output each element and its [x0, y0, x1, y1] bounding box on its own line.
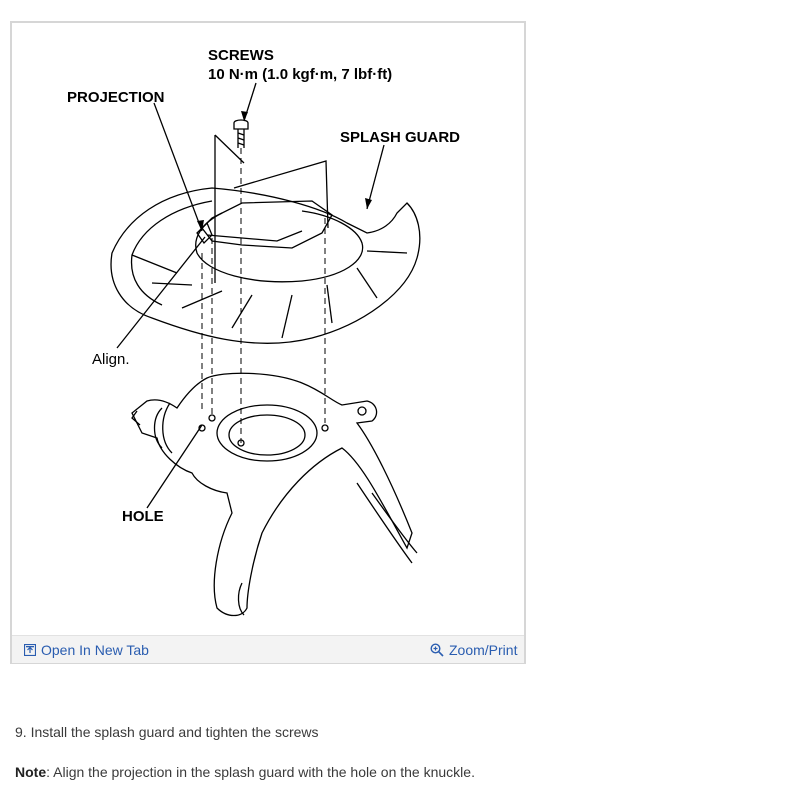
zoom-in-icon [430, 643, 444, 657]
note-paragraph: Note: Align the projection in the splash… [15, 764, 475, 780]
screw-shape [233, 119, 249, 130]
open-in-new-tab-icon [24, 644, 36, 656]
note-label: Note [15, 764, 47, 780]
splash-guard-outline [110, 187, 421, 344]
open-in-new-tab-button[interactable]: Open In New Tab [24, 640, 149, 660]
screws-label: SCREWS [208, 47, 274, 64]
figure-toolbar: Open In New Tab Zoom/Print [12, 635, 524, 663]
figure-frame: SCREWS 10 N·m (1.0 kgf·m, 7 lbf·ft) PROJ… [10, 21, 526, 664]
knuckle-outline [131, 372, 413, 617]
splash-guard-label: SPLASH GUARD [340, 129, 461, 146]
align-label: Align. [92, 351, 130, 368]
step-instruction: 9. Install the splash guard and tighten … [15, 724, 319, 740]
splash-guard-diagram: SCREWS 10 N·m (1.0 kgf·m, 7 lbf·ft) PROJ… [12, 23, 524, 635]
hole-label: HOLE [122, 508, 164, 525]
projection-label: PROJECTION [67, 89, 165, 106]
zoom-print-label: Zoom/Print [449, 642, 518, 658]
zoom-print-button[interactable]: Zoom/Print [430, 640, 517, 660]
note-text: : Align the projection in the splash gua… [46, 764, 475, 780]
diagram-drawing [110, 82, 421, 617]
screws-torque-spec: 10 N·m (1.0 kgf·m, 7 lbf·ft) [208, 66, 393, 83]
open-in-new-tab-label: Open In New Tab [41, 642, 149, 658]
